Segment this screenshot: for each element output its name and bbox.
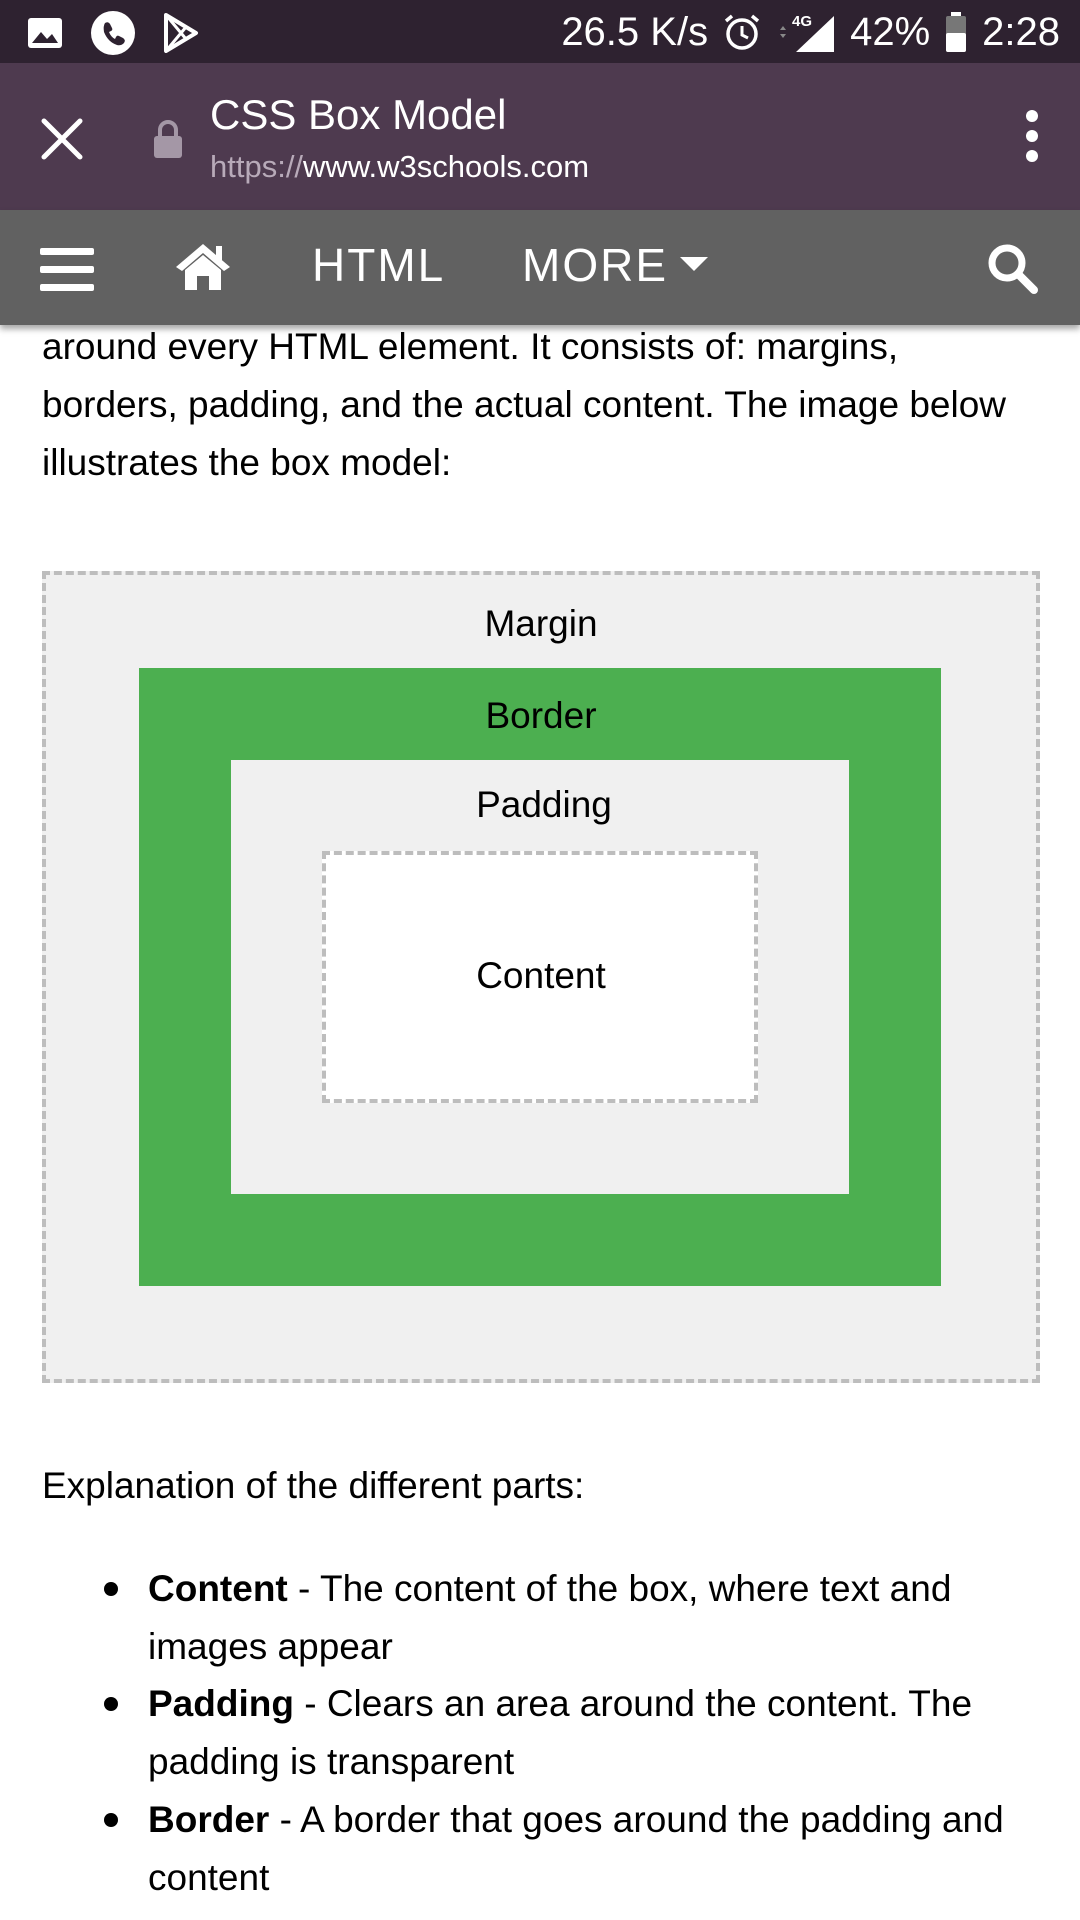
site-navbar: HTML MORE xyxy=(0,210,1080,325)
menu-button[interactable] xyxy=(40,246,94,292)
part-description: - The content of the box, where text and… xyxy=(148,1568,952,1667)
phone-notification-icon xyxy=(90,10,136,56)
signal-icon: 4G xyxy=(776,10,836,54)
explanation-heading: Explanation of the different parts: xyxy=(42,1465,585,1506)
nav-more-dropdown[interactable]: MORE xyxy=(522,238,708,292)
play-store-notification-icon xyxy=(162,13,200,53)
bullet xyxy=(104,1697,118,1711)
part-term: Border xyxy=(148,1799,270,1840)
search-icon xyxy=(988,244,1038,294)
caret-down-icon xyxy=(680,257,708,271)
clock: 2:28 xyxy=(982,10,1060,54)
status-bar: 26.5 K/s 4G 42% 2:28 xyxy=(0,0,1080,63)
list-item: Border - A border that goes around the p… xyxy=(104,1791,1028,1907)
content-label: Content xyxy=(476,955,606,996)
bullet xyxy=(104,1813,118,1827)
padding-label: Padding xyxy=(476,784,612,825)
intro-paragraph: around every HTML element. It consists o… xyxy=(42,326,1007,483)
url-bar[interactable]: https://www.w3schools.com xyxy=(210,149,589,185)
lock-icon xyxy=(152,119,184,159)
home-button[interactable] xyxy=(174,240,232,292)
network-speed: 26.5 K/s xyxy=(561,10,709,54)
margin-label: Margin xyxy=(484,603,598,644)
bullet xyxy=(104,1582,118,1596)
hamburger-icon xyxy=(40,248,94,291)
browser-toolbar: CSS Box Model https://www.w3schools.com xyxy=(0,63,1080,210)
search-button[interactable] xyxy=(986,242,1038,294)
close-icon xyxy=(41,118,83,160)
box-model-diagram: Margin Border Padding Content xyxy=(42,571,1040,1383)
url-host: www.w3schools.com xyxy=(303,149,590,184)
battery-icon xyxy=(944,11,968,53)
alarm-icon xyxy=(722,12,762,52)
part-description: - Clears an area around the content. The… xyxy=(148,1683,973,1782)
nav-more-label: MORE xyxy=(522,239,668,291)
border-label: Border xyxy=(485,695,597,736)
part-description: - A border that goes around the padding … xyxy=(148,1799,1004,1898)
page-title: CSS Box Model xyxy=(210,91,507,138)
part-term: Content xyxy=(148,1568,288,1609)
box-model-content xyxy=(322,851,758,1103)
svg-text:4G: 4G xyxy=(792,13,812,30)
nav-html-link[interactable]: HTML xyxy=(312,239,446,291)
close-tab-button[interactable] xyxy=(38,115,86,163)
part-term: Padding xyxy=(148,1683,294,1724)
url-scheme: https:// xyxy=(210,149,304,184)
gallery-notification-icon xyxy=(26,14,64,52)
home-icon xyxy=(176,244,230,290)
list-item: Content - The content of the box, where … xyxy=(104,1560,1028,1676)
overflow-menu-button[interactable] xyxy=(1024,109,1040,163)
more-vert-icon xyxy=(1026,110,1038,162)
battery-percent: 42% xyxy=(850,10,931,54)
list-item: Padding - Clears an area around the cont… xyxy=(104,1675,1028,1791)
